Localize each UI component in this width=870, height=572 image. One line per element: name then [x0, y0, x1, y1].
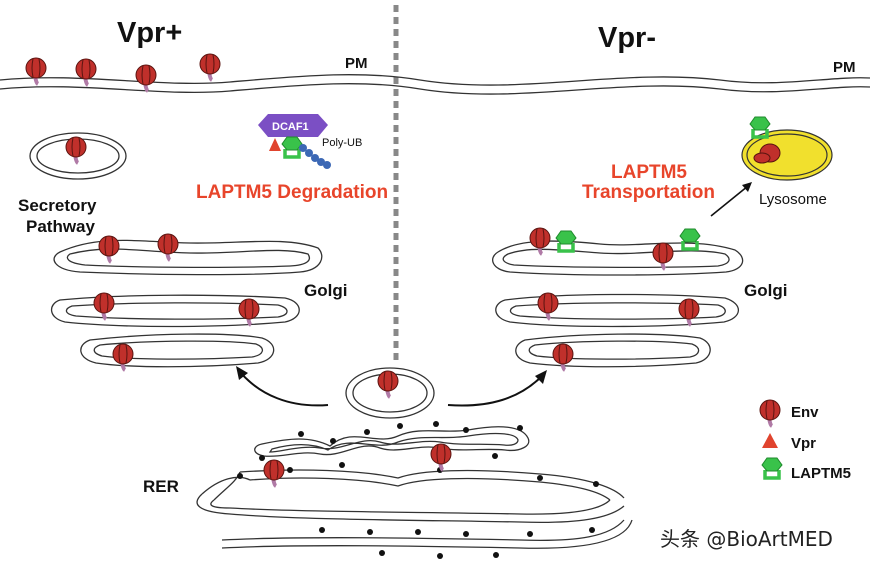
ribosomes	[237, 421, 599, 559]
poly-ub-chain	[299, 144, 331, 169]
pm-label-left: PM	[345, 55, 368, 72]
secretory-vesicle	[29, 132, 127, 180]
dcaf1-complex: DCAF1 Poly-UB	[258, 114, 362, 169]
env-protein	[198, 52, 222, 82]
laptm5-transport-label-1: LAPTM5	[611, 162, 687, 183]
rer-label: RER	[143, 477, 179, 496]
lysosome-arrowhead	[742, 182, 752, 192]
laptm5-degradation-label: LAPTM5 Degradation	[196, 182, 388, 203]
env-icon	[758, 398, 782, 428]
legend-laptm5-label: LAPTM5	[791, 465, 851, 482]
rough-er	[196, 421, 633, 559]
poly-ub-label: Poly-UB	[322, 137, 362, 149]
laptm5-transport-label-2: Transportation	[582, 182, 715, 203]
golgi-right	[492, 226, 744, 372]
vpr-triangle-icon	[762, 433, 778, 448]
secretory-pathway-label: Secretory	[18, 196, 97, 215]
watermark: 头条 @BioArtMED	[660, 527, 833, 551]
arrow-to-golgi-left	[239, 371, 329, 407]
transport-vesicle	[345, 367, 435, 419]
lysosome-label: Lysosome	[759, 191, 827, 208]
vpr-triangle-icon	[269, 138, 281, 151]
lysosome	[741, 115, 833, 181]
plasma-membrane	[0, 74, 870, 95]
golgi-left	[50, 232, 323, 372]
dcaf1-label: DCAF1	[272, 121, 309, 133]
pm-label-right: PM	[833, 59, 856, 76]
arrow-to-golgi-right	[447, 375, 543, 407]
env-protein	[134, 63, 158, 93]
lysosome-arrow	[710, 185, 749, 217]
secretory-pathway-label-2: Pathway	[26, 217, 96, 236]
laptm5-icon	[280, 135, 304, 159]
golgi-label-left: Golgi	[304, 281, 347, 300]
arrow-to-golgi-right-head	[535, 370, 547, 384]
title-vpr-minus: Vpr-	[598, 22, 656, 54]
legend-vpr-label: Vpr	[791, 435, 816, 452]
legend-env-label: Env	[791, 404, 819, 421]
golgi-label-right: Golgi	[744, 281, 787, 300]
title-vpr-plus: Vpr+	[117, 17, 182, 49]
env-protein	[74, 57, 98, 87]
laptm5-icon	[760, 456, 784, 480]
arrow-to-golgi-left-head	[236, 366, 248, 380]
env-protein	[24, 56, 48, 86]
legend: Env Vpr LAPTM5	[758, 398, 851, 482]
